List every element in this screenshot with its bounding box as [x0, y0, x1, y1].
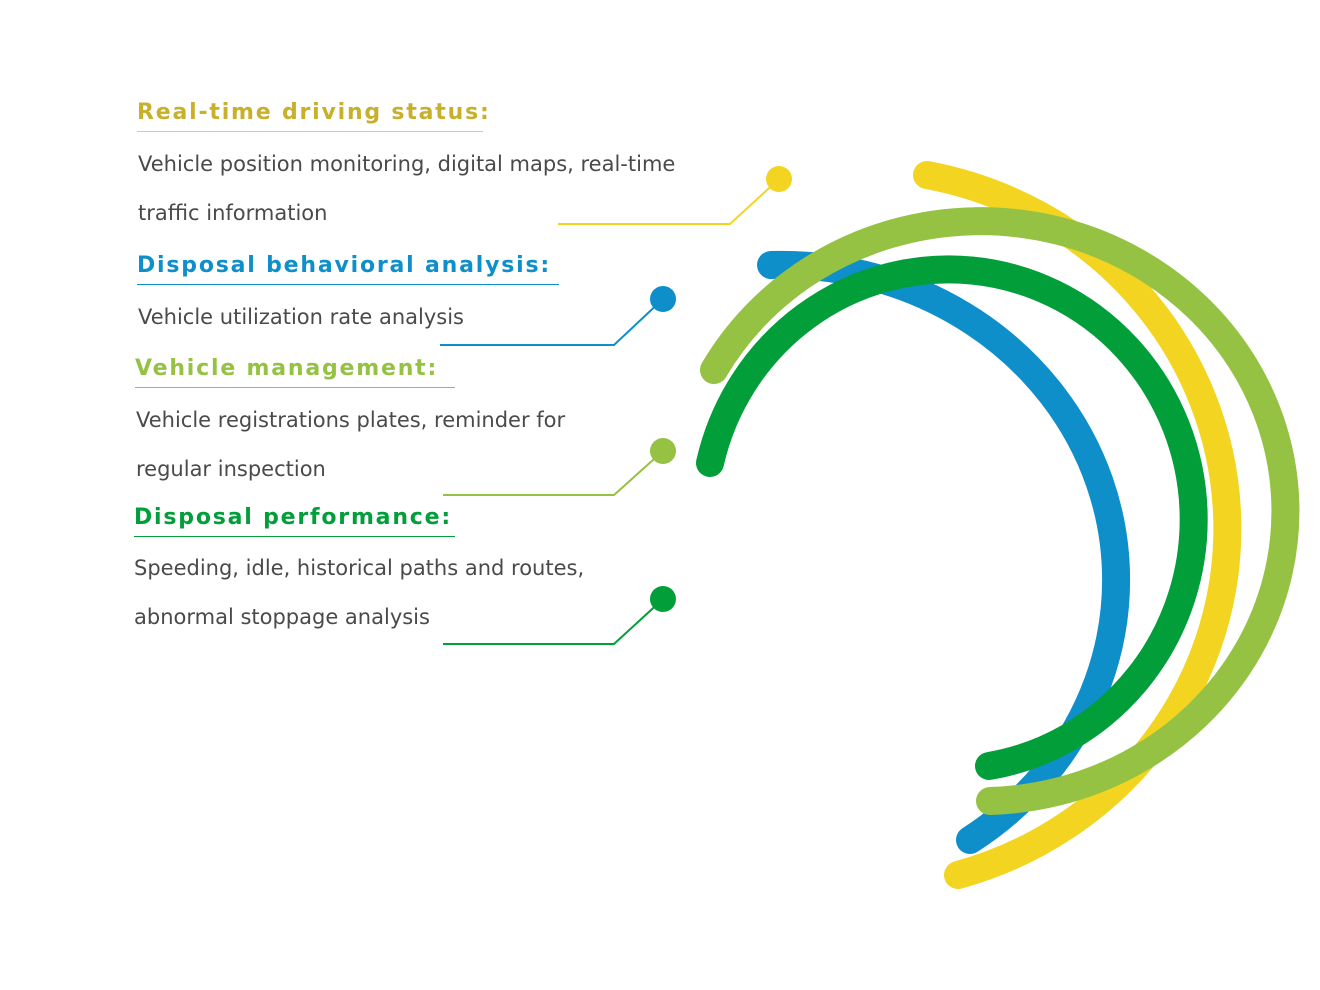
- connector-dot-real-time-driving-status: [766, 166, 792, 192]
- desc-line: regular inspection: [136, 457, 326, 481]
- connector-dot-disposal-performance: [650, 586, 676, 612]
- ring-arc-disposal-performance: [696, 255, 1208, 780]
- connector-line-real-time-driving-status: [558, 178, 780, 225]
- desc-real-time-driving-status: Vehicle position monitoring, digital map…: [138, 140, 675, 238]
- desc-vehicle-management: Vehicle registrations plates, reminder f…: [136, 396, 565, 494]
- desc-line: Vehicle registrations plates, reminder f…: [136, 408, 566, 432]
- connector-dot-disposal-behavioral-analysis: [650, 286, 676, 312]
- title-real-time-driving-status: Real-time driving status:: [137, 100, 489, 132]
- desc-line: Speeding, idle, historical paths and rou…: [134, 556, 585, 580]
- desc-line: Vehicle utilization rate analysis: [138, 305, 464, 329]
- desc-line: traffic information: [138, 201, 328, 225]
- connector-line-disposal-behavioral-analysis: [440, 298, 664, 346]
- connector-line-disposal-performance: [443, 598, 664, 645]
- connector-dot-vehicle-management: [650, 438, 676, 464]
- connector-line-vehicle-management: [443, 450, 664, 496]
- title-vehicle-management: Vehicle management:: [135, 356, 455, 388]
- ring-arc-vehicle-management: [700, 207, 1300, 815]
- desc-disposal-behavioral-analysis: Vehicle utilization rate analysis: [138, 293, 464, 342]
- title-disposal-performance: Disposal performance:: [134, 505, 455, 537]
- desc-disposal-performance: Speeding, idle, historical paths and rou…: [134, 544, 584, 642]
- title-disposal-behavioral-analysis: Disposal behavioral analysis:: [137, 253, 559, 285]
- desc-line: abnormal stoppage analysis: [134, 605, 430, 629]
- desc-line: Vehicle position monitoring, digital map…: [138, 152, 676, 176]
